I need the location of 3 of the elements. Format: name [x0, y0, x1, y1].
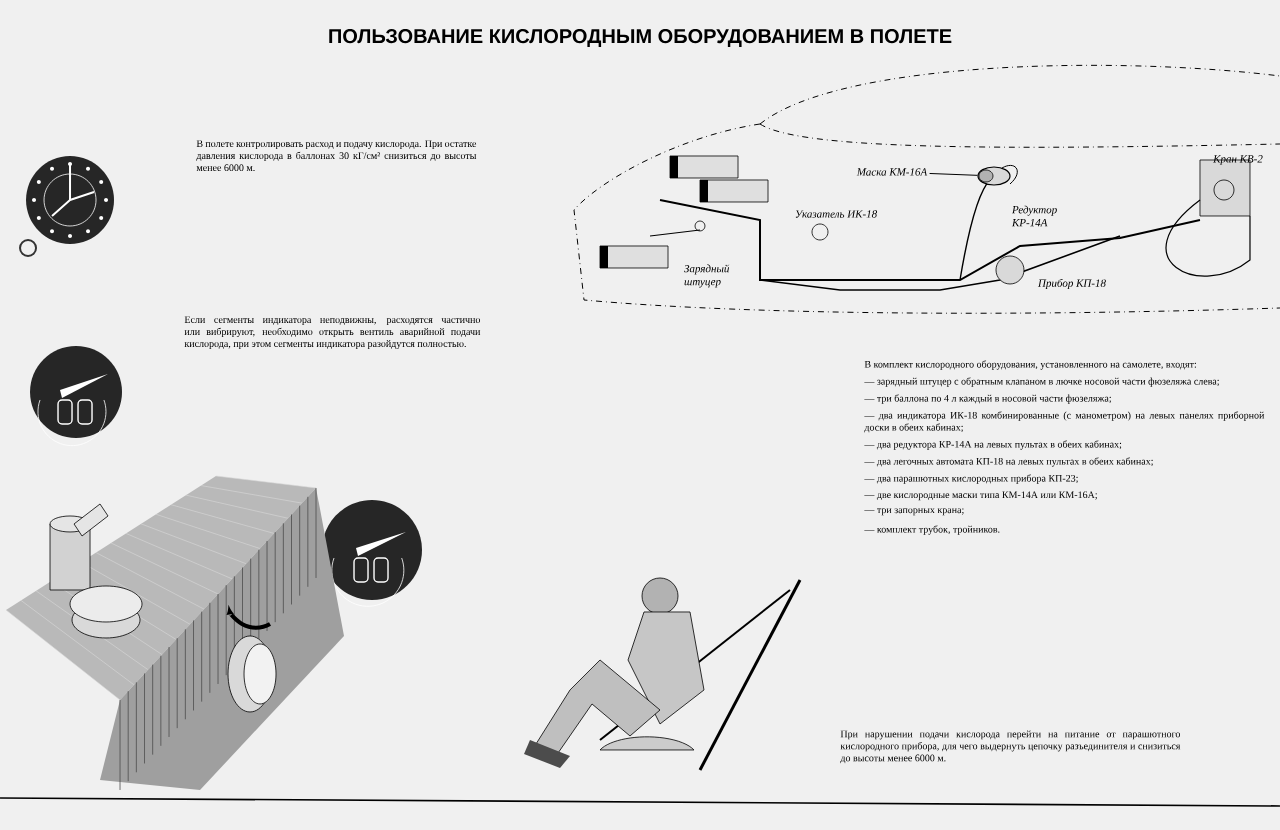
leader-line: [929, 172, 978, 176]
title: ПОЛЬЗОВАНИЕ КИСЛОРОДНЫМ ОБОРУДОВАНИЕМ В ПОЛЕТЕ: [329, 29, 952, 47]
oxygen-mask-drawing: [977, 164, 1018, 186]
